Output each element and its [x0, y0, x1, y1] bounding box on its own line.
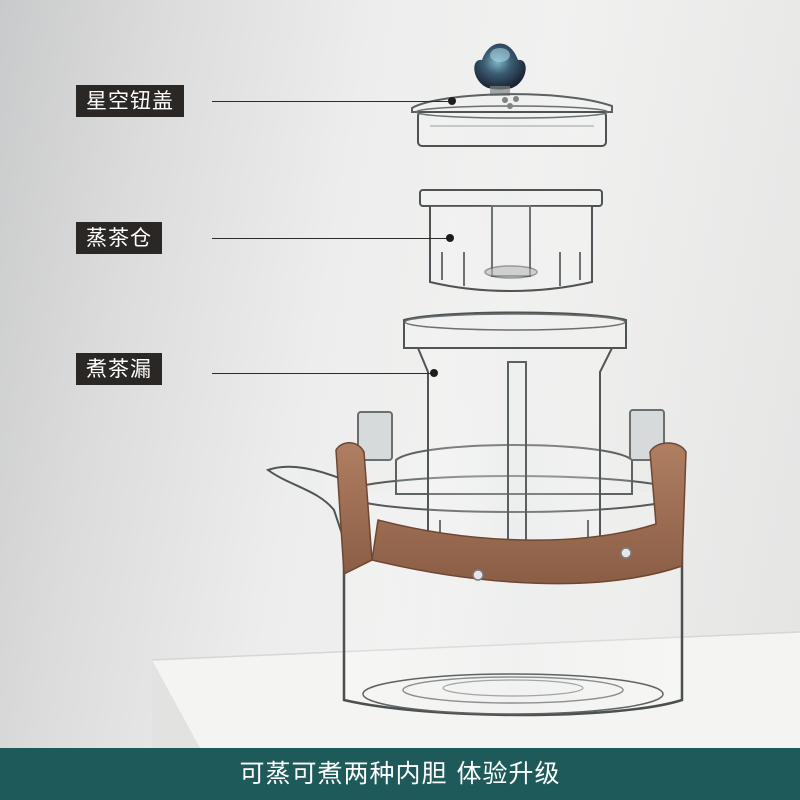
steam-chamber-leader-dot — [446, 234, 454, 242]
brew-infuser-leader-line — [212, 373, 434, 374]
caption-bar: 可蒸可煮两种内胆 体验升级 — [0, 748, 800, 800]
lid-label: 星空钮盖 — [76, 85, 184, 117]
lid-part — [411, 43, 613, 147]
brew-infuser-leader-dot — [430, 369, 438, 377]
lid-leader-dot — [448, 97, 456, 105]
lid-leader-line — [212, 101, 452, 102]
steam-chamber-label: 蒸茶仓 — [76, 222, 162, 254]
brew-infuser-label: 煮茶漏 — [76, 353, 162, 385]
steam-chamber-part — [419, 189, 603, 292]
wooden-handle — [335, 442, 687, 585]
steam-chamber-leader-line — [212, 238, 450, 239]
